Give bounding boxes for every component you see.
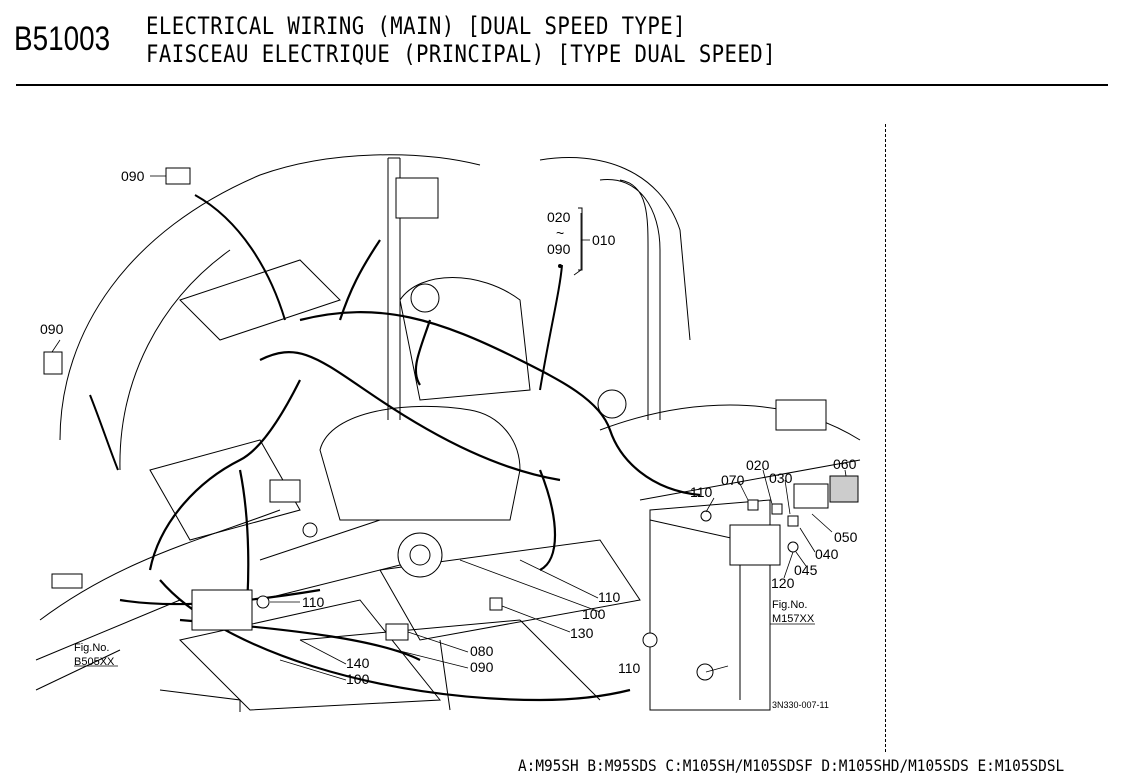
page-divider-dashed [885,124,886,752]
callout-045: 045 [794,562,818,578]
tractor-outline [35,154,861,712]
callout-090-left: 090 [40,321,64,337]
title-french: FAISCEAU ELECTRIQUE (PRINCIPAL) [TYPE DU… [146,40,776,68]
model-applicability: A:M95SH B:M95SDS C:M105SH/M105SDSF D:M10… [518,756,1065,775]
callout-group-tilde: ~ [556,225,564,241]
connector-parts [43,167,859,681]
leader-lines [51,175,847,681]
callout-080: 080 [470,643,494,659]
group-bracket [578,207,583,271]
header-rule [16,84,1108,86]
callout-110-a: 110 [690,484,713,500]
group-dot [558,264,562,268]
drawing-number: 3N330-007-11 [772,700,829,710]
callout-070: 070 [721,472,745,488]
callout-110-d: 110 [618,660,641,676]
page-header: B51003 ELECTRICAL WIRING (MAIN) [DUAL SP… [0,0,1122,88]
fig-ref-left-label: Fig.No. [74,642,109,654]
callout-110-c: 110 [302,594,325,610]
callout-120: 120 [771,575,795,591]
callout-020: 020 [746,457,770,473]
callout-090-bottom: 090 [470,659,494,675]
callout-labels: 090 090 020 ~ 090 010 110 070 020 030 06… [40,168,858,687]
callout-100-a: 100 [582,606,606,622]
title-english: ELECTRICAL WIRING (MAIN) [DUAL SPEED TYP… [146,12,686,40]
callout-130: 130 [570,625,594,641]
callout-030: 030 [769,470,793,486]
callout-090-top: 090 [121,168,145,184]
callout-group-020: 020 [547,209,571,225]
callout-040: 040 [815,546,839,562]
figure-references: Fig.No. B505XX Fig.No. M157XX 3N330-007-… [74,599,829,710]
callout-140: 140 [346,655,370,671]
callout-100-b: 100 [346,671,370,687]
fig-ref-left-number: B505XX [74,656,115,668]
fig-ref-right-number: M157XX [772,613,815,625]
callout-110-b: 110 [598,589,621,605]
fig-ref-right-label: Fig.No. [772,599,807,611]
callout-group-090: 090 [547,241,571,257]
callout-050: 050 [834,529,858,545]
part-code: B51003 [14,20,111,58]
wiring-harness [119,239,701,702]
callout-060: 060 [833,456,857,472]
leader-arrows [89,194,563,471]
callout-group-010: 010 [592,232,616,248]
